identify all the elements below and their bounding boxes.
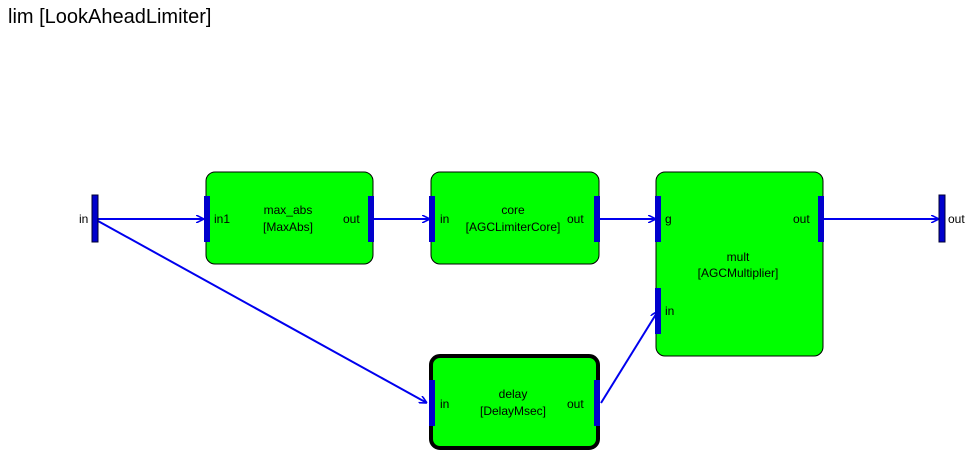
port-label-delay-out: out [567,397,584,411]
block-core[interactable]: in out core [AGCLimiterCore] [429,171,600,265]
block-mult-type: [AGCMultiplier] [698,266,779,280]
block-mult[interactable]: g in out mult [AGCMultiplier] [655,171,824,357]
input-port-bar [91,194,99,243]
port-bar-mult-in [655,288,661,334]
output-port-label: out [948,212,965,226]
wires [97,219,939,404]
port-label-mult-in: in [665,304,674,318]
wire-delay-to-mult[interactable] [600,311,658,404]
block-max-abs-name: max_abs [264,203,313,217]
block-max-abs-type: [MaxAbs] [263,220,313,234]
port-label-mult-g: g [665,212,672,226]
diagram-title: lim [LookAheadLimiter] [8,6,212,28]
port-bar-mult-g [655,196,661,242]
port-bar-mult-out [818,196,824,242]
input-port-label: in [79,212,88,226]
port-bar-delay-in [429,380,435,426]
port-label-max-abs-in: in1 [214,212,230,226]
block-delay-type: [DelayMsec] [480,404,546,418]
block-mult-body [655,171,824,357]
block-delay[interactable]: in out delay [DelayMsec] [429,354,600,450]
block-core-type: [AGCLimiterCore] [466,220,561,234]
port-bar-max-abs-out [368,196,374,242]
port-bar-core-out [594,196,600,242]
block-mult-name: mult [727,250,750,264]
block-delay-name: delay [499,387,528,401]
block-core-name: core [501,203,525,217]
port-label-max-abs-out: out [343,212,360,226]
port-label-core-out: out [567,212,584,226]
port-label-mult-out: out [793,212,810,226]
port-bar-max-abs-in [204,196,210,242]
port-label-delay-in: in [440,397,449,411]
port-bar-core-in [429,196,435,242]
block-max-abs[interactable]: in1 out max_abs [MaxAbs] [204,171,374,265]
output-port[interactable]: out [938,194,965,243]
port-bar-delay-out [594,380,600,426]
wire-in-to-delay[interactable] [97,220,427,404]
input-port[interactable]: in [79,194,99,243]
output-port-bar [938,194,946,243]
port-label-core-in: in [440,212,449,226]
